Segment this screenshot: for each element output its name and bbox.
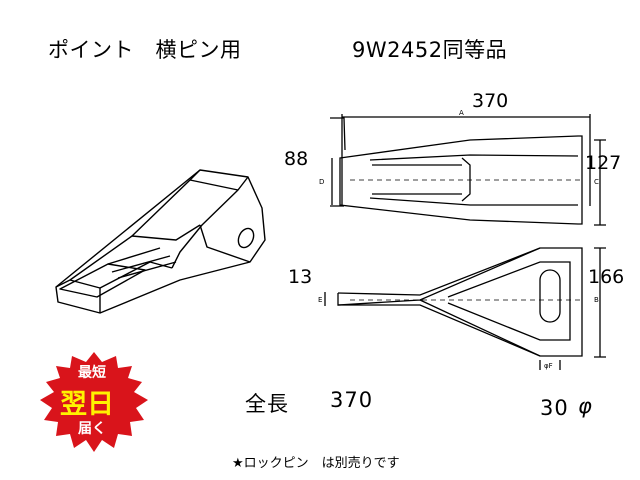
dim-height-left: 88: [284, 148, 309, 170]
label-b: B: [594, 296, 599, 304]
badge-line-3: 届く: [78, 421, 106, 437]
total-length-label: 全長: [245, 392, 289, 416]
dim-pin-offset: 13: [288, 266, 313, 288]
tooth-perspective-view: [55, 169, 266, 314]
pin-diameter-symbol: φ: [578, 394, 593, 418]
total-length-value: 370: [330, 388, 374, 412]
label-a: A: [459, 109, 464, 117]
label-e: E: [318, 296, 323, 304]
badge-line-2: 翌日: [60, 389, 114, 420]
label-d: D: [319, 178, 325, 186]
next-day-delivery-badge: 最短 翌日 届く: [34, 352, 154, 452]
tooth-side-view: [324, 247, 606, 370]
tooth-top-view: [330, 114, 606, 226]
badge-burst-icon: [40, 352, 148, 452]
label-f: φF: [544, 362, 553, 370]
dim-side-height: 166: [588, 266, 625, 288]
lock-pin-note: ★ロックピン は別売りです: [232, 456, 400, 471]
label-c: C: [594, 178, 599, 186]
badge-line-1: 最短: [78, 365, 106, 381]
product-title: ポイント 横ピン用: [48, 38, 242, 62]
pin-diameter-value: 30: [540, 396, 569, 420]
part-number: 9W2452同等品: [352, 38, 508, 62]
dim-height-right: 127: [585, 152, 622, 174]
dim-length: 370: [472, 90, 509, 112]
